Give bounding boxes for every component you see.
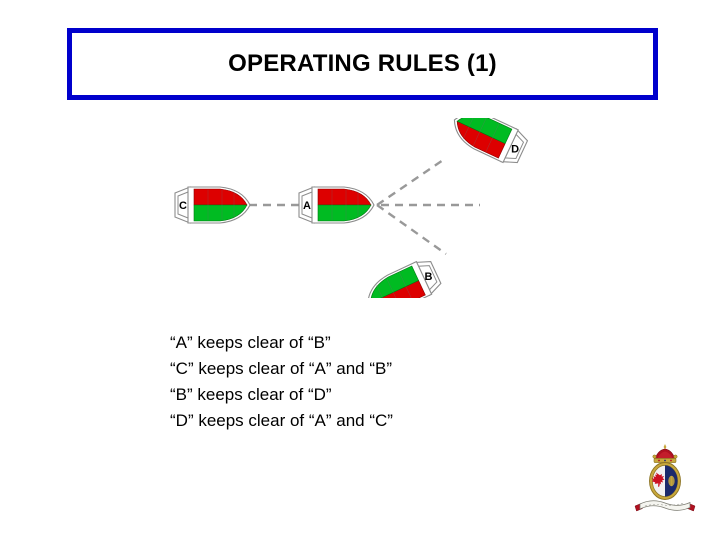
boat-label-A: A [303,200,311,212]
rules-list: “A” keeps clear of “B” “C” keeps clear o… [170,330,590,434]
page-title: OPERATING RULES (1) [228,50,497,77]
boat-B: B [359,255,444,298]
rule-line: “D” keeps clear of “A” and “C” [170,411,393,430]
shield [649,462,681,500]
boat-A: A [298,186,375,224]
scroll-banner [634,500,696,512]
canadian-military-crest [632,443,698,525]
line-a-to-d [376,157,447,206]
shield-emblem [668,475,675,487]
crown-icon [652,444,678,463]
boat-D: D [446,118,531,169]
title-box: OPERATING RULES (1) [67,28,658,100]
boat-label-D: D [511,143,519,155]
rule-line: “C” keeps clear of “A” and “B” [170,359,393,378]
rule-line: “A” keeps clear of “B” [170,333,331,352]
boat-label-C: C [179,200,187,212]
line-a-to-b [376,204,447,255]
boat-C: C [174,186,251,224]
rule-line: “B” keeps clear of “D” [170,385,332,404]
maple-leaf-icon [651,472,665,487]
boat-right-of-way-diagram: C A D B [150,118,540,298]
boat-label-B: B [425,271,433,283]
